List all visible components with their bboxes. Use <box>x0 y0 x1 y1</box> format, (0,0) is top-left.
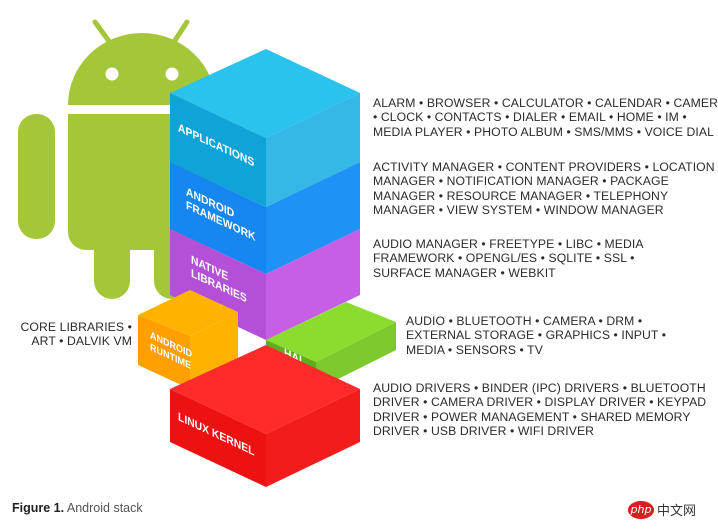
robot-right-eye <box>165 67 179 81</box>
watermark-badge-icon: php <box>628 500 654 519</box>
linux-kernel-front-face <box>170 389 266 487</box>
hal-side-face <box>316 322 396 390</box>
applications-front-face <box>170 93 266 207</box>
linux-kernel-description: AUDIO DRIVERS • BINDER (IPC) DRIVERS • B… <box>373 381 707 438</box>
hal-top-face <box>266 302 396 362</box>
layer-applications: APPLICATIONS <box>170 49 360 207</box>
android-framework-front-face <box>170 162 266 274</box>
site-watermark: php 中文网 <box>628 500 696 519</box>
native-libraries-front-face <box>170 229 266 340</box>
watermark-text: 中文网 <box>657 504 697 519</box>
applications-side-face <box>266 93 360 207</box>
layer-linux-kernel: LINUX KERNEL <box>170 345 360 487</box>
native-libraries-description: AUDIO MANAGER • FREETYPE • LIBC • MEDIA … <box>373 237 644 280</box>
robot-left-leg <box>94 225 130 299</box>
applications-top-face <box>170 49 360 138</box>
native-libraries-side-face <box>266 229 360 340</box>
figure-caption: Figure 1. Android stack <box>12 501 143 515</box>
android-framework-description: ACTIVITY MANAGER • CONTENT PROVIDERS • L… <box>373 160 715 217</box>
android-runtime-front-face <box>138 315 190 389</box>
robot-left-eye <box>105 67 119 81</box>
hal-description: AUDIO • BLUETOOTH • CAMERA • DRM • EXTER… <box>406 314 667 357</box>
layer-android-framework: ANDROIDFRAMEWORK <box>170 162 360 274</box>
robot-head <box>68 33 216 105</box>
linux-kernel-top-face <box>170 345 360 434</box>
linux-kernel-side-face <box>266 389 360 487</box>
applications-description: ALARM • BROWSER • CALCULATOR • CALENDAR … <box>373 96 718 139</box>
android-runtime-description: CORE LIBRARIES • ART • DALVIK VM <box>20 320 132 349</box>
robot-left-arm <box>18 114 55 239</box>
android-framework-side-face <box>266 162 360 274</box>
figure-caption-prefix: Figure 1. <box>12 501 65 515</box>
figure-caption-text: Android stack <box>66 501 143 515</box>
